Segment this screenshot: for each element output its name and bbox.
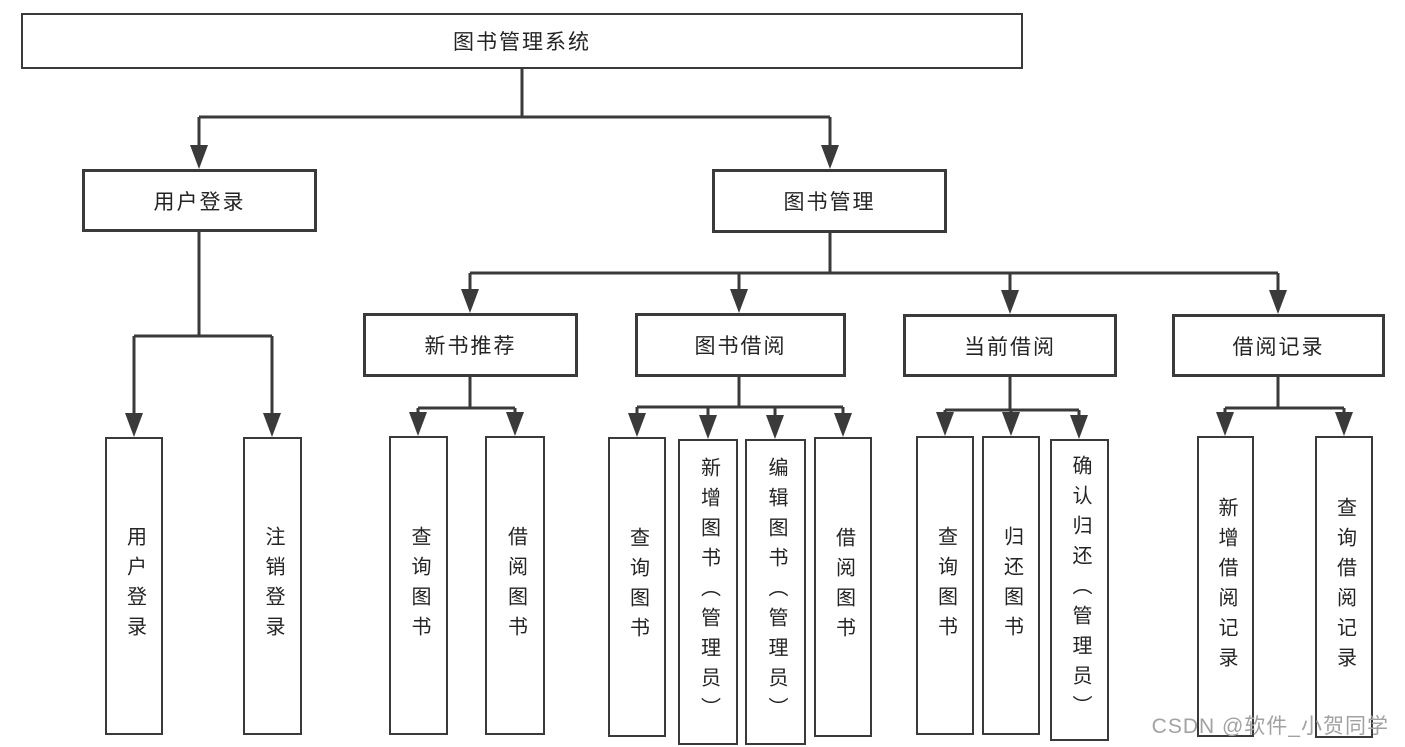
leaf-label: 借阅图书 bbox=[504, 525, 527, 646]
leaf-label: 确认归还（管理员） bbox=[1069, 455, 1091, 725]
leaf-borrow-records-query: 查询借阅记录 bbox=[1315, 436, 1373, 738]
leaf-book-borrow-borrow: 借阅图书 bbox=[814, 437, 872, 737]
leaf-borrow-records-add: 新增借阅记录 bbox=[1197, 436, 1254, 737]
leaf-label: 借阅图书 bbox=[832, 527, 855, 647]
node-book-borrow: 图书借阅 bbox=[635, 313, 846, 377]
leaf-current-borrow-query: 查询图书 bbox=[916, 436, 974, 735]
connector-borrow-records bbox=[1223, 377, 1346, 414]
leaf-current-borrow-return: 归还图书 bbox=[982, 436, 1040, 735]
leaf-label: 归还图书 bbox=[1000, 525, 1023, 646]
connector-user-login bbox=[132, 232, 274, 415]
csdn-watermark: CSDN @软件_小贺同学 bbox=[1151, 715, 1389, 738]
leaf-label: 用户登录 bbox=[123, 526, 146, 646]
leaf-book-borrow-edit: 编辑图书（管理员） bbox=[745, 439, 806, 745]
arrowhead-current-borrow-children bbox=[936, 412, 1088, 439]
leaf-book-borrow-query: 查询图书 bbox=[608, 437, 666, 737]
node-new-books: 新书推荐 bbox=[363, 313, 578, 377]
leaf-label: 新增图书（管理员） bbox=[697, 457, 720, 727]
connector-root bbox=[197, 69, 832, 147]
node-book-mgmt: 图书管理 bbox=[712, 169, 947, 233]
leaf-label: 注销登录 bbox=[262, 526, 284, 646]
connector-new-books bbox=[416, 377, 517, 413]
arrowhead-book-borrow-children bbox=[628, 413, 852, 439]
leaf-label: 编辑图书（管理员） bbox=[765, 457, 787, 727]
leaf-label: 新增借阅记录 bbox=[1215, 496, 1237, 677]
leaf-label: 查询借阅记录 bbox=[1333, 497, 1356, 677]
connector-book-mgmt bbox=[468, 233, 1280, 291]
leaf-label: 查询图书 bbox=[934, 525, 957, 646]
leaf-label: 查询图书 bbox=[408, 525, 430, 646]
leaf-logout: 注销登录 bbox=[243, 437, 302, 735]
leaf-label: 查询图书 bbox=[626, 527, 649, 647]
node-root: 图书管理系统 bbox=[21, 13, 1023, 69]
leaf-book-borrow-add: 新增图书（管理员） bbox=[678, 439, 738, 745]
node-borrow-records: 借阅记录 bbox=[1172, 314, 1385, 377]
arrowhead-borrow-records-children bbox=[1216, 412, 1353, 436]
arrowhead-user-login-children bbox=[125, 413, 281, 437]
arrowhead-root-children bbox=[190, 145, 839, 169]
connector-book-borrow bbox=[635, 377, 845, 415]
arrowhead-new-books-children bbox=[409, 412, 524, 436]
node-current-borrow: 当前借阅 bbox=[903, 314, 1117, 377]
leaf-user-login: 用户登录 bbox=[105, 437, 163, 735]
leaf-new-books-borrow: 借阅图书 bbox=[485, 436, 545, 735]
arrowhead-book-mgmt-children bbox=[461, 289, 1287, 314]
leaf-new-books-query: 查询图书 bbox=[389, 436, 448, 735]
connector-current-borrow bbox=[943, 377, 1081, 415]
leaf-current-borrow-confirm: 确认归还（管理员） bbox=[1050, 439, 1109, 741]
node-user-login: 用户登录 bbox=[82, 169, 317, 232]
